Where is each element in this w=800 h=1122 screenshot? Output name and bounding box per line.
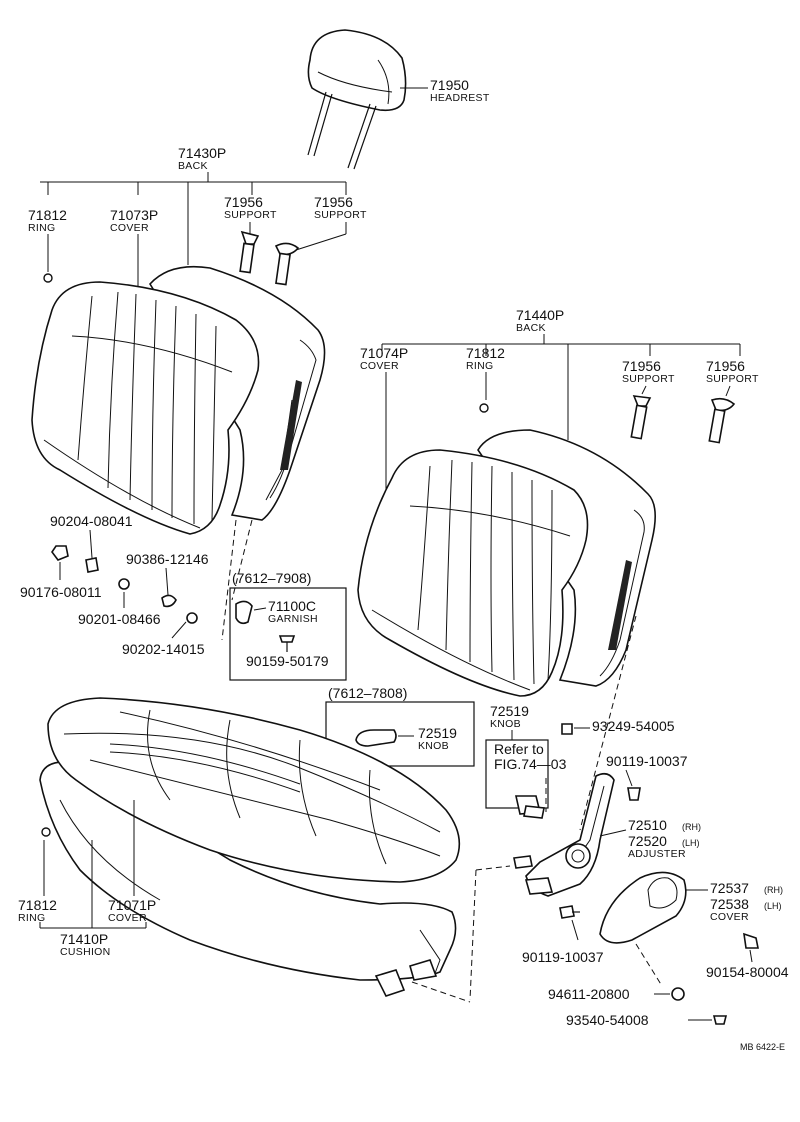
knob-range: (7612–7808): [328, 685, 407, 701]
refer-line2: FIG.74—03: [494, 756, 567, 772]
cover-cushion-name: COVER: [108, 912, 147, 924]
p94611-number: 94611-20800: [548, 986, 630, 1002]
garnish-number: 71100C: [268, 598, 316, 614]
p90119-top-number: 90119-10037: [606, 753, 688, 769]
knob-box: [325, 701, 475, 767]
ring-cushion-name: RING: [18, 912, 45, 924]
p90201-number: 90201-08466: [78, 611, 161, 627]
cushion-number: 71410P: [60, 931, 108, 947]
ring-cushion-number: 71812: [18, 897, 57, 913]
figure-code: MB 6422-E: [740, 1042, 785, 1052]
support-front-a-number: 71956: [224, 194, 263, 210]
knob-top-name: KNOB: [490, 718, 521, 730]
support-rear-b-number: 71956: [706, 358, 745, 374]
knob-top-number: 72519: [490, 703, 529, 719]
p90202-number: 90202-14015: [122, 641, 205, 657]
adj-cover-rh-number: 72537: [710, 880, 749, 896]
adjuster-name: ADJUSTER: [628, 848, 686, 860]
adj-cover-lh-number: 72538: [710, 896, 749, 912]
adjuster-rh-tag: (RH): [682, 822, 701, 832]
headrest-number: 71950: [430, 77, 469, 93]
front-seat-back: [31, 265, 326, 535]
back-front-number: 71430P: [178, 145, 226, 161]
p93249-number: 93249-54005: [592, 718, 675, 734]
support-rear-a-name: SUPPORT: [622, 373, 675, 385]
p90176-number: 90176-08011: [20, 584, 102, 600]
knob-box-number: 72519: [418, 725, 457, 741]
back-rear-number: 71440P: [516, 307, 564, 323]
support-front-a-name: SUPPORT: [224, 209, 277, 221]
p90204-number: 90204-08041: [50, 513, 133, 529]
support-rear-parts: [630, 395, 736, 444]
headrest-name: HEADREST: [430, 92, 490, 104]
headrest-part: [307, 29, 407, 170]
p90154-number: 90154-80004: [706, 964, 789, 980]
rear-seat-back: [357, 429, 656, 697]
adjuster-lh-tag: (LH): [682, 838, 700, 848]
ring-rear-number: 71812: [466, 345, 505, 361]
support-rear-b-name: SUPPORT: [706, 373, 759, 385]
cushion-name: CUSHION: [60, 946, 111, 958]
back-front-name: BACK: [178, 160, 208, 172]
support-front-parts: [239, 230, 300, 286]
knob-box-name: KNOB: [418, 740, 449, 752]
p93540-number: 93540-54008: [566, 1012, 649, 1028]
adj-cover-name: COVER: [710, 911, 749, 923]
refer-box: [485, 739, 549, 809]
adjuster-part: [513, 772, 615, 897]
garnish-range: (7612–7908): [232, 570, 311, 586]
ring-front-name: RING: [28, 222, 55, 234]
support-front-b-name: SUPPORT: [314, 209, 367, 221]
refer-line1: Refer to: [494, 741, 544, 757]
ring-front-number: 71812: [28, 207, 67, 223]
p90159-number: 90159-50179: [246, 653, 329, 669]
support-rear-a-number: 71956: [622, 358, 661, 374]
garnish-name: GARNISH: [268, 613, 318, 625]
cover-front-name: COVER: [110, 222, 149, 234]
p90386-number: 90386-12146: [126, 551, 209, 567]
cover-rear-name: COVER: [360, 360, 399, 372]
adjuster-cover-part: [599, 871, 687, 944]
cover-front-number: 71073P: [110, 207, 158, 223]
support-front-b-number: 71956: [314, 194, 353, 210]
adjuster-rh-number: 72510: [628, 817, 667, 833]
cover-cushion-number: 71071P: [108, 897, 156, 913]
ring-rear-name: RING: [466, 360, 493, 372]
seat-cushion: [39, 697, 461, 997]
p90119-bot-number: 90119-10037: [522, 949, 604, 965]
adj-cover-lh-tag: (LH): [764, 901, 782, 911]
cover-rear-number: 71074P: [360, 345, 408, 361]
adj-cover-rh-tag: (RH): [764, 885, 783, 895]
adjuster-lh-number: 72520: [628, 833, 667, 849]
garnish-box: [229, 587, 347, 681]
back-rear-name: BACK: [516, 322, 546, 334]
